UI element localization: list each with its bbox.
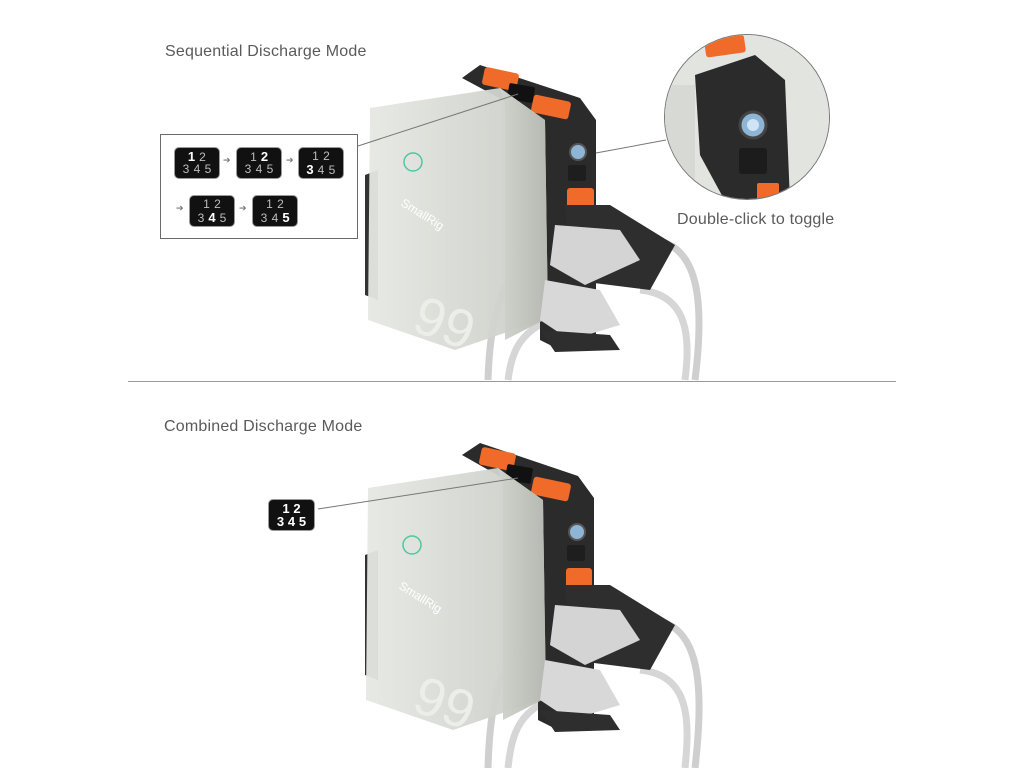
arrow-right-icon: ➔ xyxy=(286,155,294,165)
section-divider xyxy=(128,381,896,382)
sequential-mode-title: Sequential Discharge Mode xyxy=(165,43,367,60)
battery-plate-bottom: SmallRig 99 xyxy=(365,443,703,768)
power-button-icon xyxy=(569,143,587,161)
toggle-hint: Double-click to toggle xyxy=(677,211,835,228)
zoomed-plate-detail xyxy=(665,35,829,199)
power-button-zoom-callout xyxy=(664,34,830,200)
arrow-right-icon: ➔ xyxy=(176,203,184,213)
arrow-right-icon: ➔ xyxy=(239,203,247,213)
battery-plate-top: SmallRig 99 xyxy=(365,65,703,381)
combined-mode-title: Combined Discharge Mode xyxy=(164,418,363,435)
arrow-right-icon: ➔ xyxy=(223,155,231,165)
